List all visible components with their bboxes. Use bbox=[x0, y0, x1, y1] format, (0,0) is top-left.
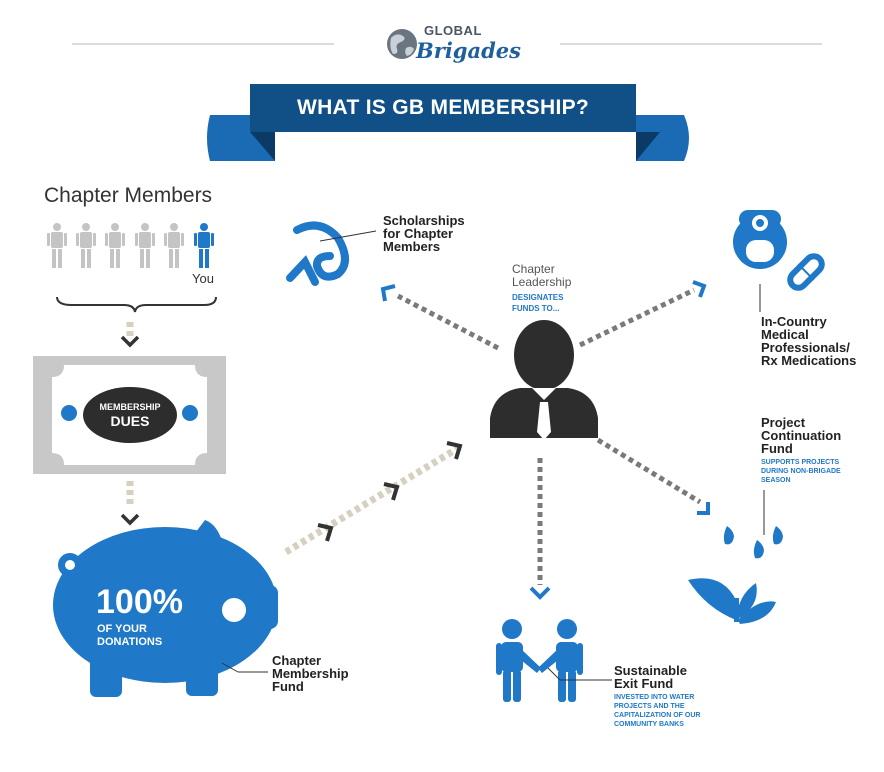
piggy-percent: 100% bbox=[96, 583, 183, 621]
exit-label: Sustainable Exit Fund INVESTED INTO WATE… bbox=[614, 664, 700, 729]
continuation-desc-line: SUPPORTS PROJECTS bbox=[761, 459, 840, 466]
scholarships-line: Scholarships bbox=[383, 213, 465, 228]
medical-line: In-Country bbox=[761, 314, 827, 329]
exit-desc-line: INVESTED INTO WATER bbox=[614, 694, 695, 701]
medical-line: Rx Medications bbox=[761, 353, 857, 368]
plant-icon bbox=[688, 578, 776, 624]
exit-title-line: Exit Fund bbox=[614, 676, 674, 691]
dues-line2: DUES bbox=[110, 413, 150, 429]
exit-desc-line: PROJECTS AND THE bbox=[614, 703, 685, 710]
scholarships-label: Scholarships for Chapter Members bbox=[383, 214, 465, 253]
piggy-bank-icon bbox=[53, 520, 278, 697]
medical-label: In-Country Medical Professionals/ Rx Med… bbox=[761, 315, 856, 367]
handshake-icon bbox=[496, 619, 583, 702]
doctor-icon bbox=[733, 210, 787, 269]
continuation-label: Project Continuation Fund SUPPORTS PROJE… bbox=[761, 416, 841, 485]
brand-line2: Brigades bbox=[416, 38, 521, 63]
continuation-title-line: Continuation bbox=[761, 428, 842, 443]
piggy-line1: OF YOUR bbox=[97, 623, 147, 635]
continuation-desc-line: SEASON bbox=[761, 477, 791, 484]
you-person-icon bbox=[194, 223, 214, 268]
dues-line1: MEMBERSHIP bbox=[99, 402, 161, 412]
water-drops-icon bbox=[723, 526, 783, 559]
globe-logo-icon bbox=[387, 29, 417, 59]
leadership-line2: Leadership bbox=[512, 275, 572, 289]
continuation-desc-line: DURING NON-BRIGADE bbox=[761, 468, 841, 475]
brand-line1: GLOBAL bbox=[424, 23, 482, 38]
chapter-fund-line: Membership bbox=[272, 666, 349, 681]
leadership-line3: DESIGNATES bbox=[512, 293, 564, 302]
leadership-label: Chapter Leadership DESIGNATES FUNDS TO..… bbox=[512, 263, 571, 314]
exit-desc-line: COMMUNITY BANKS bbox=[614, 721, 684, 728]
leader-icon bbox=[490, 320, 598, 440]
piggy-line2: DONATIONS bbox=[97, 636, 163, 648]
continuation-title-line: Fund bbox=[761, 441, 793, 456]
title-banner bbox=[207, 84, 689, 161]
leadership-line1: Chapter bbox=[512, 262, 555, 276]
dues-bill bbox=[33, 356, 226, 474]
page-title: WHAT IS GB MEMBERSHIP? bbox=[296, 96, 590, 119]
chapter-fund-line: Fund bbox=[272, 679, 304, 694]
exit-title-line: Sustainable bbox=[614, 663, 687, 678]
medical-line: Professionals/ bbox=[761, 340, 850, 355]
continuation-title-line: Project bbox=[761, 415, 806, 430]
scholarships-line: Members bbox=[383, 239, 441, 254]
brace bbox=[56, 296, 217, 313]
diploma-scroll-icon bbox=[286, 221, 349, 286]
pill-icon bbox=[787, 253, 825, 291]
scholarships-line: for Chapter bbox=[383, 226, 454, 241]
exit-desc-line: CAPITALIZATION OF OUR bbox=[614, 712, 701, 719]
members-heading: Chapter Members bbox=[44, 184, 213, 207]
chapter-fund-label: Chapter Membership Fund bbox=[272, 654, 349, 693]
you-label: You bbox=[192, 271, 214, 286]
medical-line: Medical bbox=[761, 327, 809, 342]
chapter-fund-line: Chapter bbox=[272, 653, 322, 668]
members-people-icons bbox=[47, 223, 214, 268]
leadership-line4: FUNDS TO... bbox=[512, 304, 560, 313]
